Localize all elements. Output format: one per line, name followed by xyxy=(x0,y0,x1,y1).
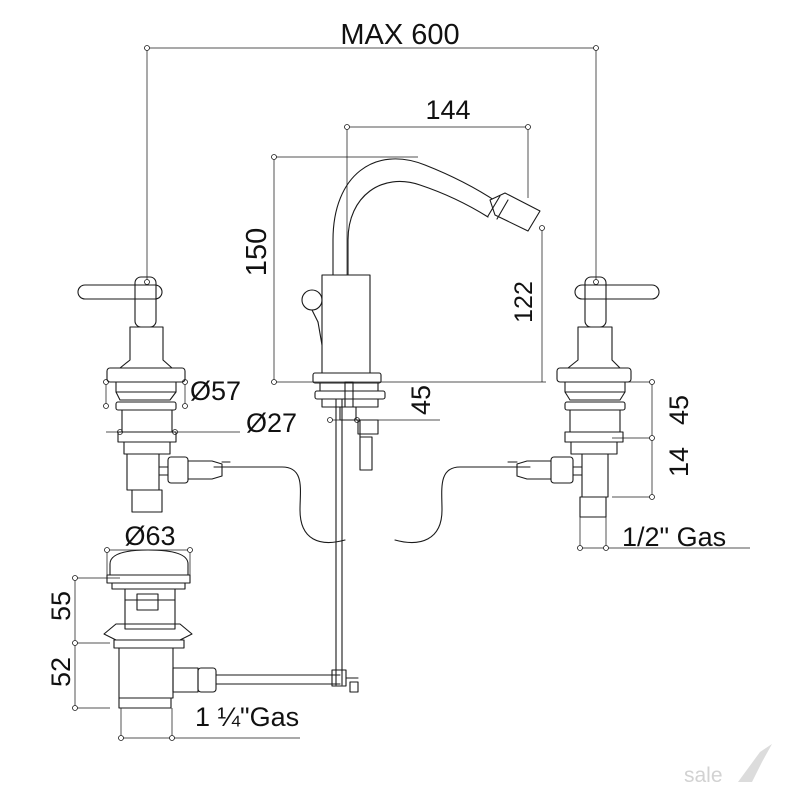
valve-max-deck-label: 45 xyxy=(664,395,694,425)
deck-thickness-label: 45 xyxy=(406,385,436,415)
sale-logo: sale xyxy=(684,744,772,787)
spout-aerator xyxy=(489,192,541,232)
waste-flange xyxy=(109,549,189,576)
pop-up-knob xyxy=(301,289,323,311)
waste-lower-label: 52 xyxy=(46,657,76,687)
flexible-hoses xyxy=(213,466,531,544)
right-hose-nut xyxy=(550,456,574,484)
left-hose-nut xyxy=(167,456,189,484)
sale-logo-text: sale xyxy=(684,764,723,787)
dimension-labels: MAX 600 144 150 122 Ø57 Ø27 45 45 14 1/2… xyxy=(46,19,726,732)
waste-upper-label: 55 xyxy=(46,591,76,621)
sale-logo-mark xyxy=(738,744,772,782)
right-valve-lever xyxy=(574,284,660,300)
left-valve xyxy=(77,276,231,513)
right-valve xyxy=(507,276,660,518)
body-diameter-label: Ø27 xyxy=(246,408,297,438)
pop-up-waste xyxy=(103,549,359,709)
left-valve-lever xyxy=(77,284,163,300)
waste-window xyxy=(136,593,159,611)
valve-min-deck-label: 14 xyxy=(664,447,694,477)
spout-height-label: 122 xyxy=(510,281,538,323)
spout-body xyxy=(301,158,541,686)
spout-reach-label: 144 xyxy=(425,95,470,125)
waste-diameter-label: Ø63 xyxy=(124,521,175,551)
waste-connection-label: 1 ¼"Gas xyxy=(195,702,299,732)
valve-connection-label: 1/2" Gas xyxy=(622,522,726,552)
mixer-body xyxy=(321,274,371,374)
flange-diameter-label: Ø57 xyxy=(190,376,241,406)
total-height-label: 150 xyxy=(241,228,273,276)
dimension-markers xyxy=(72,45,655,741)
spout-arc xyxy=(332,158,498,276)
max-width-label: MAX 600 xyxy=(340,19,459,51)
